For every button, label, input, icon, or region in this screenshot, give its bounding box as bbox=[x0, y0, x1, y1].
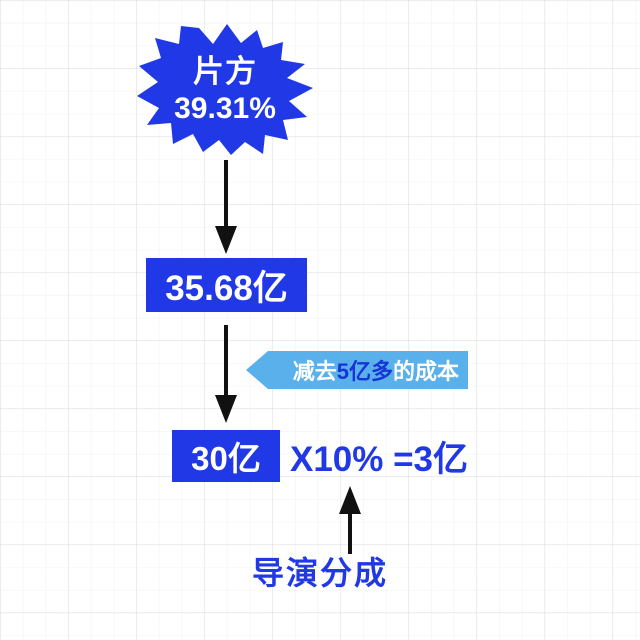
ribbon-prefix: 减去 bbox=[292, 359, 337, 384]
arrow-label-to-formula bbox=[334, 484, 366, 554]
starburst-callout: 片方 39.31% bbox=[135, 22, 315, 157]
bottom-label: 导演分成 bbox=[251, 555, 388, 591]
arrow-gross-to-net bbox=[210, 325, 242, 425]
down-arrow-icon bbox=[215, 325, 237, 423]
director-share-formula: X10% =3亿 bbox=[290, 439, 469, 479]
up-arrow-icon bbox=[339, 486, 361, 554]
down-arrow-icon bbox=[215, 160, 237, 254]
net-amount-box: 30亿 bbox=[172, 430, 280, 482]
starburst-value: 39.31% bbox=[174, 92, 276, 125]
starburst-shape-icon bbox=[137, 24, 313, 155]
starburst-title: 片方 bbox=[193, 54, 257, 90]
ribbon-shape-icon bbox=[246, 351, 468, 389]
starburst-text: 片方 39.31% bbox=[135, 22, 315, 157]
ribbon-highlight: 5亿多 bbox=[336, 359, 393, 384]
arrow-burst-to-gross bbox=[210, 160, 242, 256]
gross-amount-box: 35.68亿 bbox=[146, 258, 307, 312]
ribbon-suffix: 的成本 bbox=[392, 359, 459, 384]
